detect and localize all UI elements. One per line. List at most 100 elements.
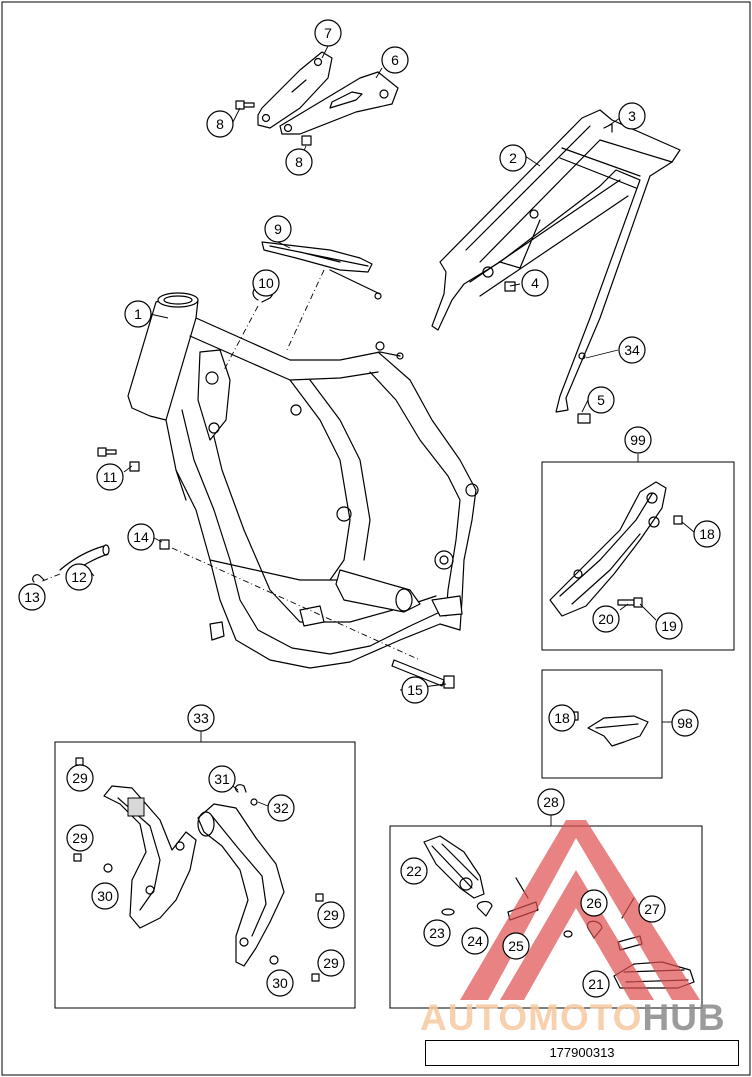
- bolt-15: [391, 659, 455, 689]
- svg-text:11: 11: [103, 469, 118, 485]
- svg-text:10: 10: [258, 275, 274, 291]
- svg-text:20: 20: [598, 611, 614, 627]
- watermark-logo: [460, 820, 700, 1000]
- svg-text:7: 7: [324, 25, 332, 41]
- callout-13: 13: [18, 583, 46, 611]
- callout-25: 25: [502, 932, 530, 960]
- svg-text:24: 24: [467, 933, 483, 949]
- bolt-14: [159, 539, 170, 550]
- svg-text:12: 12: [71, 569, 87, 585]
- callout-9: 9: [264, 215, 292, 243]
- svg-text:31: 31: [214, 771, 230, 787]
- svg-text:28: 28: [543, 794, 559, 810]
- callout-31: 31: [208, 765, 236, 793]
- callout-18a: 18: [693, 520, 721, 548]
- callout-18b: 18: [548, 704, 576, 732]
- callout-3: 3: [618, 102, 646, 130]
- callout-4: 4: [521, 269, 549, 297]
- svg-text:29: 29: [72, 830, 88, 846]
- svg-text:15: 15: [407, 682, 423, 698]
- main-frame: [127, 292, 479, 669]
- bolt-4: [504, 281, 516, 292]
- callout-26: 26: [580, 889, 608, 917]
- callout-21: 21: [582, 970, 610, 998]
- callout-32: 32: [267, 794, 295, 822]
- engine-mount-bracket-7: [257, 51, 333, 129]
- box-99: [541, 461, 735, 651]
- svg-text:3: 3: [628, 108, 636, 124]
- callout-6: 6: [381, 46, 409, 74]
- callout-23: 23: [423, 919, 451, 947]
- callout-30b: 30: [266, 969, 294, 997]
- callout-28: 28: [537, 788, 565, 816]
- callout-22: 22: [400, 857, 428, 885]
- svg-text:25: 25: [508, 938, 524, 954]
- callout-29d: 29: [317, 949, 345, 977]
- svg-text:27: 27: [644, 901, 660, 917]
- callout-12: 12: [65, 563, 93, 591]
- svg-text:1: 1: [134, 306, 142, 322]
- svg-text:6: 6: [391, 52, 399, 68]
- callout-11: 11: [96, 463, 124, 491]
- svg-text:18: 18: [554, 710, 570, 726]
- svg-text:99: 99: [630, 432, 646, 448]
- bolt-11: [97, 447, 140, 472]
- bolt-8a: [235, 100, 255, 110]
- box-98: [541, 669, 663, 779]
- callout-29c: 29: [317, 901, 345, 929]
- svg-text:22: 22: [406, 863, 422, 879]
- svg-text:26: 26: [586, 895, 602, 911]
- watermark-text: AUTOMOTOHUB: [420, 997, 726, 1039]
- protector-hardware: [73, 757, 324, 982]
- svg-text:8: 8: [295, 154, 303, 170]
- watermark-text-part2: HUB: [642, 997, 726, 1038]
- document-number: 177900313: [425, 1040, 739, 1066]
- callout-98: 98: [671, 709, 699, 737]
- svg-text:30: 30: [97, 888, 113, 904]
- callout-30a: 30: [91, 882, 119, 910]
- svg-text:98: 98: [677, 715, 693, 731]
- callout-27: 27: [638, 895, 666, 923]
- engine-mount-bracket-6: [279, 71, 399, 135]
- svg-text:4: 4: [531, 275, 539, 291]
- chain-guide: [549, 481, 683, 617]
- cable-guide: [261, 241, 382, 300]
- frame-protector-right: [197, 803, 285, 967]
- chain-guide-insert: [569, 711, 649, 747]
- svg-text:29: 29: [72, 770, 88, 786]
- callout-14: 14: [127, 523, 155, 551]
- box-33: [54, 741, 356, 1009]
- callout-1: 1: [124, 300, 152, 328]
- hose-clip: [32, 574, 45, 583]
- callout-10: 10: [252, 269, 280, 297]
- svg-text:5: 5: [597, 392, 605, 408]
- bolt-8b: [301, 135, 312, 146]
- subframe: [431, 109, 681, 413]
- callout-29a: 29: [66, 764, 94, 792]
- svg-text:29: 29: [323, 907, 339, 923]
- svg-text:19: 19: [661, 618, 677, 634]
- callout-29b: 29: [66, 824, 94, 852]
- svg-text:2: 2: [509, 150, 517, 166]
- callout-20: 20: [592, 605, 620, 633]
- callout-5: 5: [587, 386, 615, 414]
- callout-34: 34: [618, 336, 646, 364]
- callout-19: 19: [655, 612, 683, 640]
- svg-text:8: 8: [216, 116, 224, 132]
- callout-8a: 8: [206, 110, 234, 138]
- svg-text:14: 14: [133, 529, 149, 545]
- svg-text:21: 21: [588, 976, 604, 992]
- callout-2: 2: [499, 144, 527, 172]
- footpeg-left: [423, 835, 485, 899]
- svg-text:32: 32: [273, 800, 289, 816]
- box-28: [389, 825, 703, 1009]
- callout-7: 7: [314, 19, 342, 47]
- callout-33: 33: [187, 704, 215, 732]
- callout-24: 24: [461, 927, 489, 955]
- svg-text:30: 30: [272, 975, 288, 991]
- svg-text:13: 13: [24, 589, 40, 605]
- frame-protector-left: [103, 785, 197, 929]
- callout-15: 15: [401, 676, 429, 704]
- watermark-text-part1: AUTOMOTO: [420, 997, 643, 1038]
